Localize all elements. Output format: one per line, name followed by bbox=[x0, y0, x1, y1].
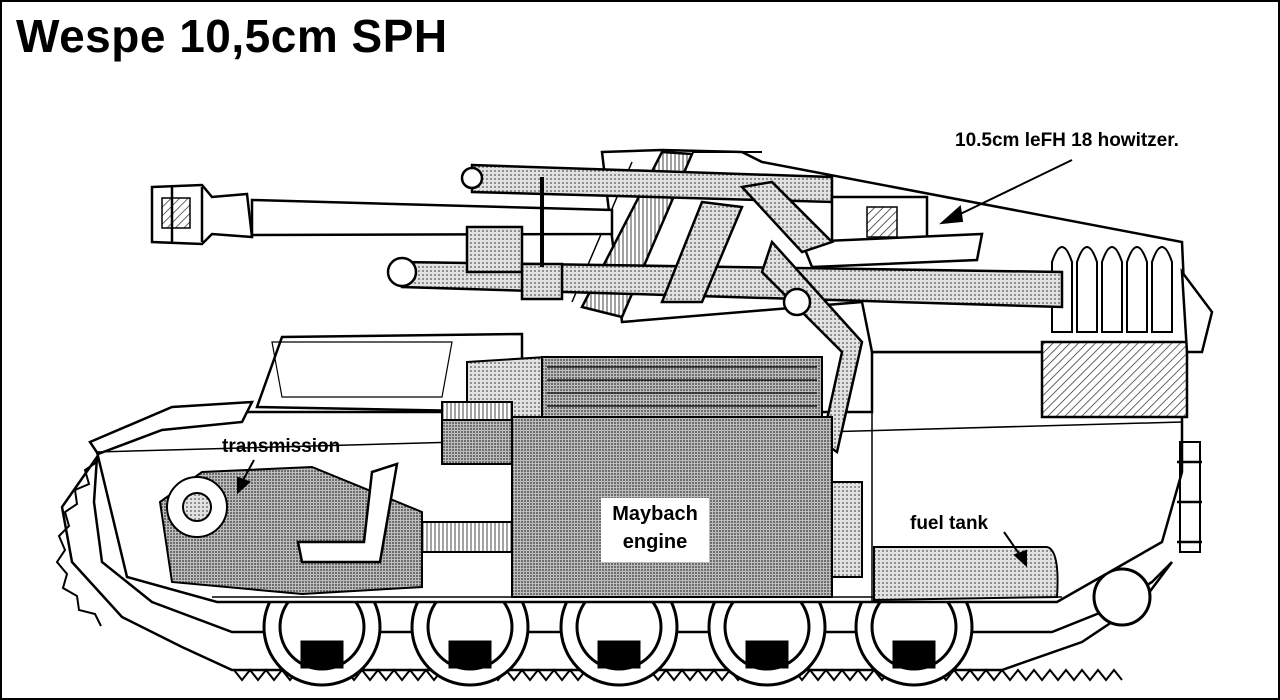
diagram-title: Wespe 10,5cm SPH bbox=[16, 10, 448, 62]
track-outline bbox=[60, 452, 1173, 672]
rear-ammo-rack bbox=[1040, 340, 1189, 419]
rear-idler-wheel bbox=[1092, 567, 1152, 627]
driver-hatch bbox=[271, 341, 453, 398]
howitzer-arrow bbox=[951, 159, 1073, 219]
fuel-tank-label: fuel tank bbox=[910, 513, 989, 534]
drive-shaft bbox=[421, 521, 513, 553]
howitzer bbox=[150, 163, 1064, 455]
track-front-links bbox=[55, 461, 102, 627]
driver-seat bbox=[296, 462, 399, 564]
engine-label-line1: Maybach bbox=[612, 503, 698, 525]
transmission-label: transmission bbox=[222, 436, 341, 457]
equilibrator bbox=[660, 200, 744, 304]
label-arrows bbox=[237, 159, 1073, 568]
fuel-tank bbox=[873, 546, 1059, 602]
gun-cradle bbox=[465, 225, 524, 274]
sight-mount bbox=[739, 180, 835, 254]
interior-components bbox=[158, 352, 1059, 602]
tow-hook bbox=[1179, 441, 1201, 553]
shell-rack bbox=[1051, 246, 1173, 333]
track-assembly bbox=[55, 452, 1173, 682]
hull-front-glacis bbox=[88, 400, 255, 456]
driver-compartment bbox=[255, 332, 524, 414]
engine-label-line2: engine bbox=[622, 531, 688, 553]
engine-label: Maybach engine bbox=[601, 498, 709, 562]
track-teeth bbox=[233, 668, 1123, 682]
howitzer-label: 10.5cm leFH 18 howitzer. bbox=[955, 130, 1179, 151]
gun-barrel bbox=[250, 198, 614, 237]
transmission-arrow bbox=[241, 459, 255, 483]
rear-stowage bbox=[1180, 267, 1214, 354]
elevation-arc bbox=[800, 232, 984, 269]
engine-top bbox=[541, 356, 823, 418]
